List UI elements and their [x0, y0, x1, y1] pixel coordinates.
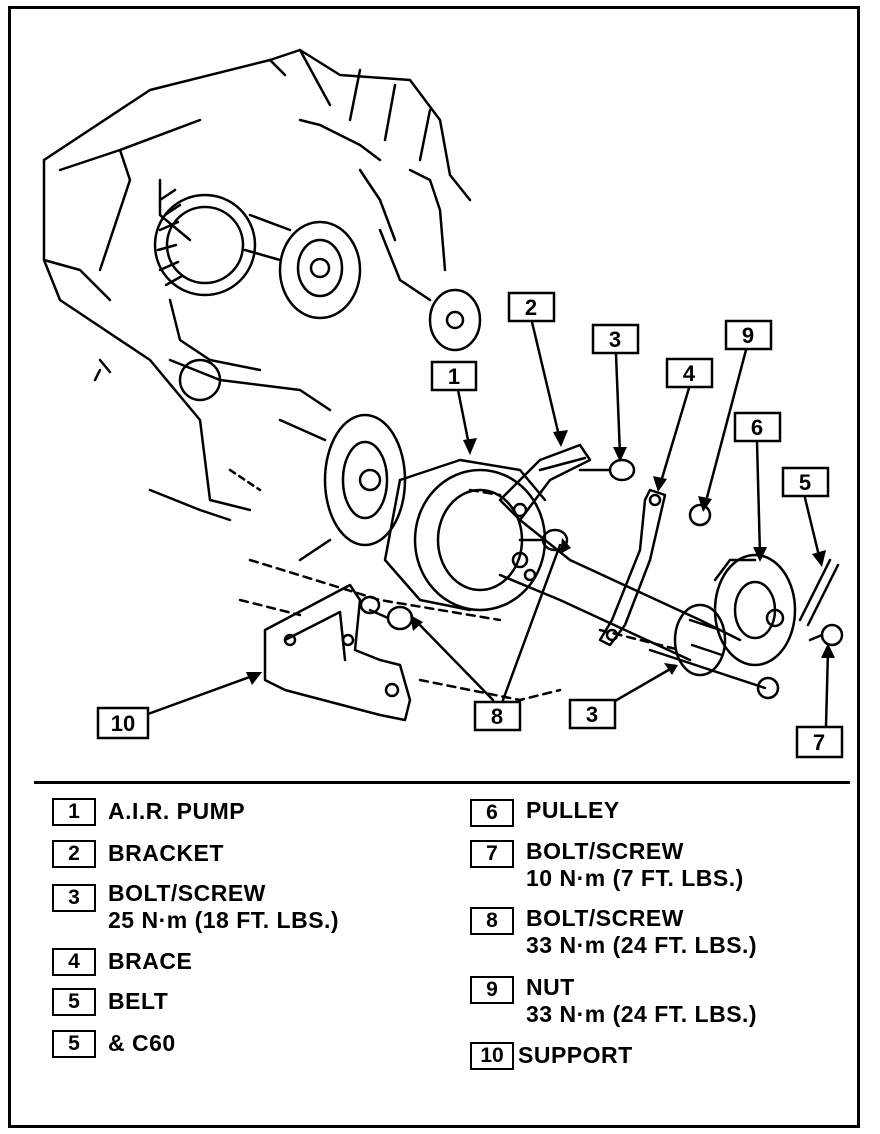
callout-10: 10 — [96, 706, 150, 740]
legend-number: 2 — [52, 840, 96, 868]
legend-torque: 10 N·m (7 FT. LBS.) — [526, 865, 744, 891]
callout-7: 7 — [795, 725, 844, 759]
callout-3-lower: 3 — [568, 698, 617, 730]
callout-2-label: 2 — [525, 295, 537, 320]
legend-number: 10 — [470, 1042, 514, 1070]
legend-label: SUPPORT — [518, 1042, 633, 1068]
callout-8-label: 8 — [491, 704, 503, 729]
legend-item-5: 5 BELT — [52, 988, 168, 1016]
brace-illustration — [598, 488, 667, 647]
legend-item-1: 1 A.I.R. PUMP — [52, 798, 245, 826]
legend-label: BOLT/SCREW — [526, 905, 684, 931]
bolt-illustrations — [359, 458, 844, 647]
legend-torque: 33 N·m (24 FT. LBS.) — [526, 932, 758, 958]
callout-6-label: 6 — [751, 415, 763, 440]
leader-arrowheads — [246, 430, 835, 685]
callout-7-label: 7 — [813, 730, 825, 755]
callout-2: 2 — [507, 291, 556, 323]
callout-3-lower-label: 3 — [586, 702, 598, 727]
legend-label: BOLT/SCREW — [108, 880, 266, 906]
legend-label: PULLEY — [526, 797, 620, 823]
legend-number: 3 — [52, 884, 96, 912]
leader-lines — [146, 320, 830, 728]
callout-10-label: 10 — [111, 711, 135, 736]
legend-number: 9 — [470, 976, 514, 1004]
legend-item-8: 8 BOLT/SCREW 33 N·m (24 FT. LBS.) — [470, 905, 757, 959]
callout-9-label: 9 — [742, 323, 754, 348]
legend-number: 8 — [470, 907, 514, 935]
legend-label: BELT — [108, 988, 169, 1014]
callout-4-label: 4 — [683, 361, 696, 386]
legend-number: 7 — [470, 840, 514, 868]
legend-label: NUT — [526, 974, 575, 1000]
legend-number: 5 — [52, 988, 96, 1016]
engine-block-illustration — [42, 48, 682, 702]
legend-label: BRACE — [108, 948, 193, 974]
legend-label: BOLT/SCREW — [526, 838, 684, 864]
callout-1: 1 — [430, 360, 478, 392]
legend-label: A.I.R. PUMP — [108, 798, 246, 824]
legend-item-2: 2 BRACKET — [52, 840, 224, 868]
callout-labels: 1 2 3 3 4 5 6 7 8 9 10 — [96, 291, 844, 759]
callout-8: 8 — [473, 700, 522, 732]
legend-divider — [34, 781, 850, 784]
legend-item-10: 10 SUPPORT — [470, 1042, 633, 1070]
pulley-illustration — [648, 553, 797, 700]
legend-item-4: 4 BRACE — [52, 948, 192, 976]
legend-item-3: 3 BOLT/SCREW 25 N·m (18 FT. LBS.) — [52, 880, 339, 934]
callout-3-upper-label: 3 — [609, 327, 621, 352]
legend-item-5b: 5 & C60 — [52, 1030, 176, 1058]
legend-torque: 25 N·m (18 FT. LBS.) — [108, 907, 340, 933]
legend-label: & C60 — [108, 1030, 176, 1056]
callout-5-label: 5 — [799, 470, 811, 495]
callout-9: 9 — [724, 319, 773, 351]
legend-number: 1 — [52, 798, 96, 826]
callout-6: 6 — [733, 411, 782, 443]
bracket-illustration — [498, 443, 592, 522]
legend-item-7: 7 BOLT/SCREW 10 N·m (7 FT. LBS.) — [470, 838, 744, 892]
air-pump-illustration — [383, 458, 742, 662]
legend-label: BRACKET — [108, 840, 224, 866]
legend-number: 5 — [52, 1030, 96, 1058]
legend-number: 6 — [470, 799, 514, 827]
legend-item-9: 9 NUT 33 N·m (24 FT. LBS.) — [470, 974, 757, 1028]
legend-number: 4 — [52, 948, 96, 976]
belt-illustration — [798, 558, 840, 627]
callout-4: 4 — [665, 357, 714, 389]
legend-item-6: 6 PULLEY — [470, 797, 620, 827]
support-illustration — [263, 583, 412, 722]
callout-1-label: 1 — [448, 364, 460, 389]
legend-torque: 33 N·m (24 FT. LBS.) — [526, 1001, 758, 1027]
callout-3-upper: 3 — [591, 323, 640, 355]
callout-5: 5 — [781, 466, 830, 498]
